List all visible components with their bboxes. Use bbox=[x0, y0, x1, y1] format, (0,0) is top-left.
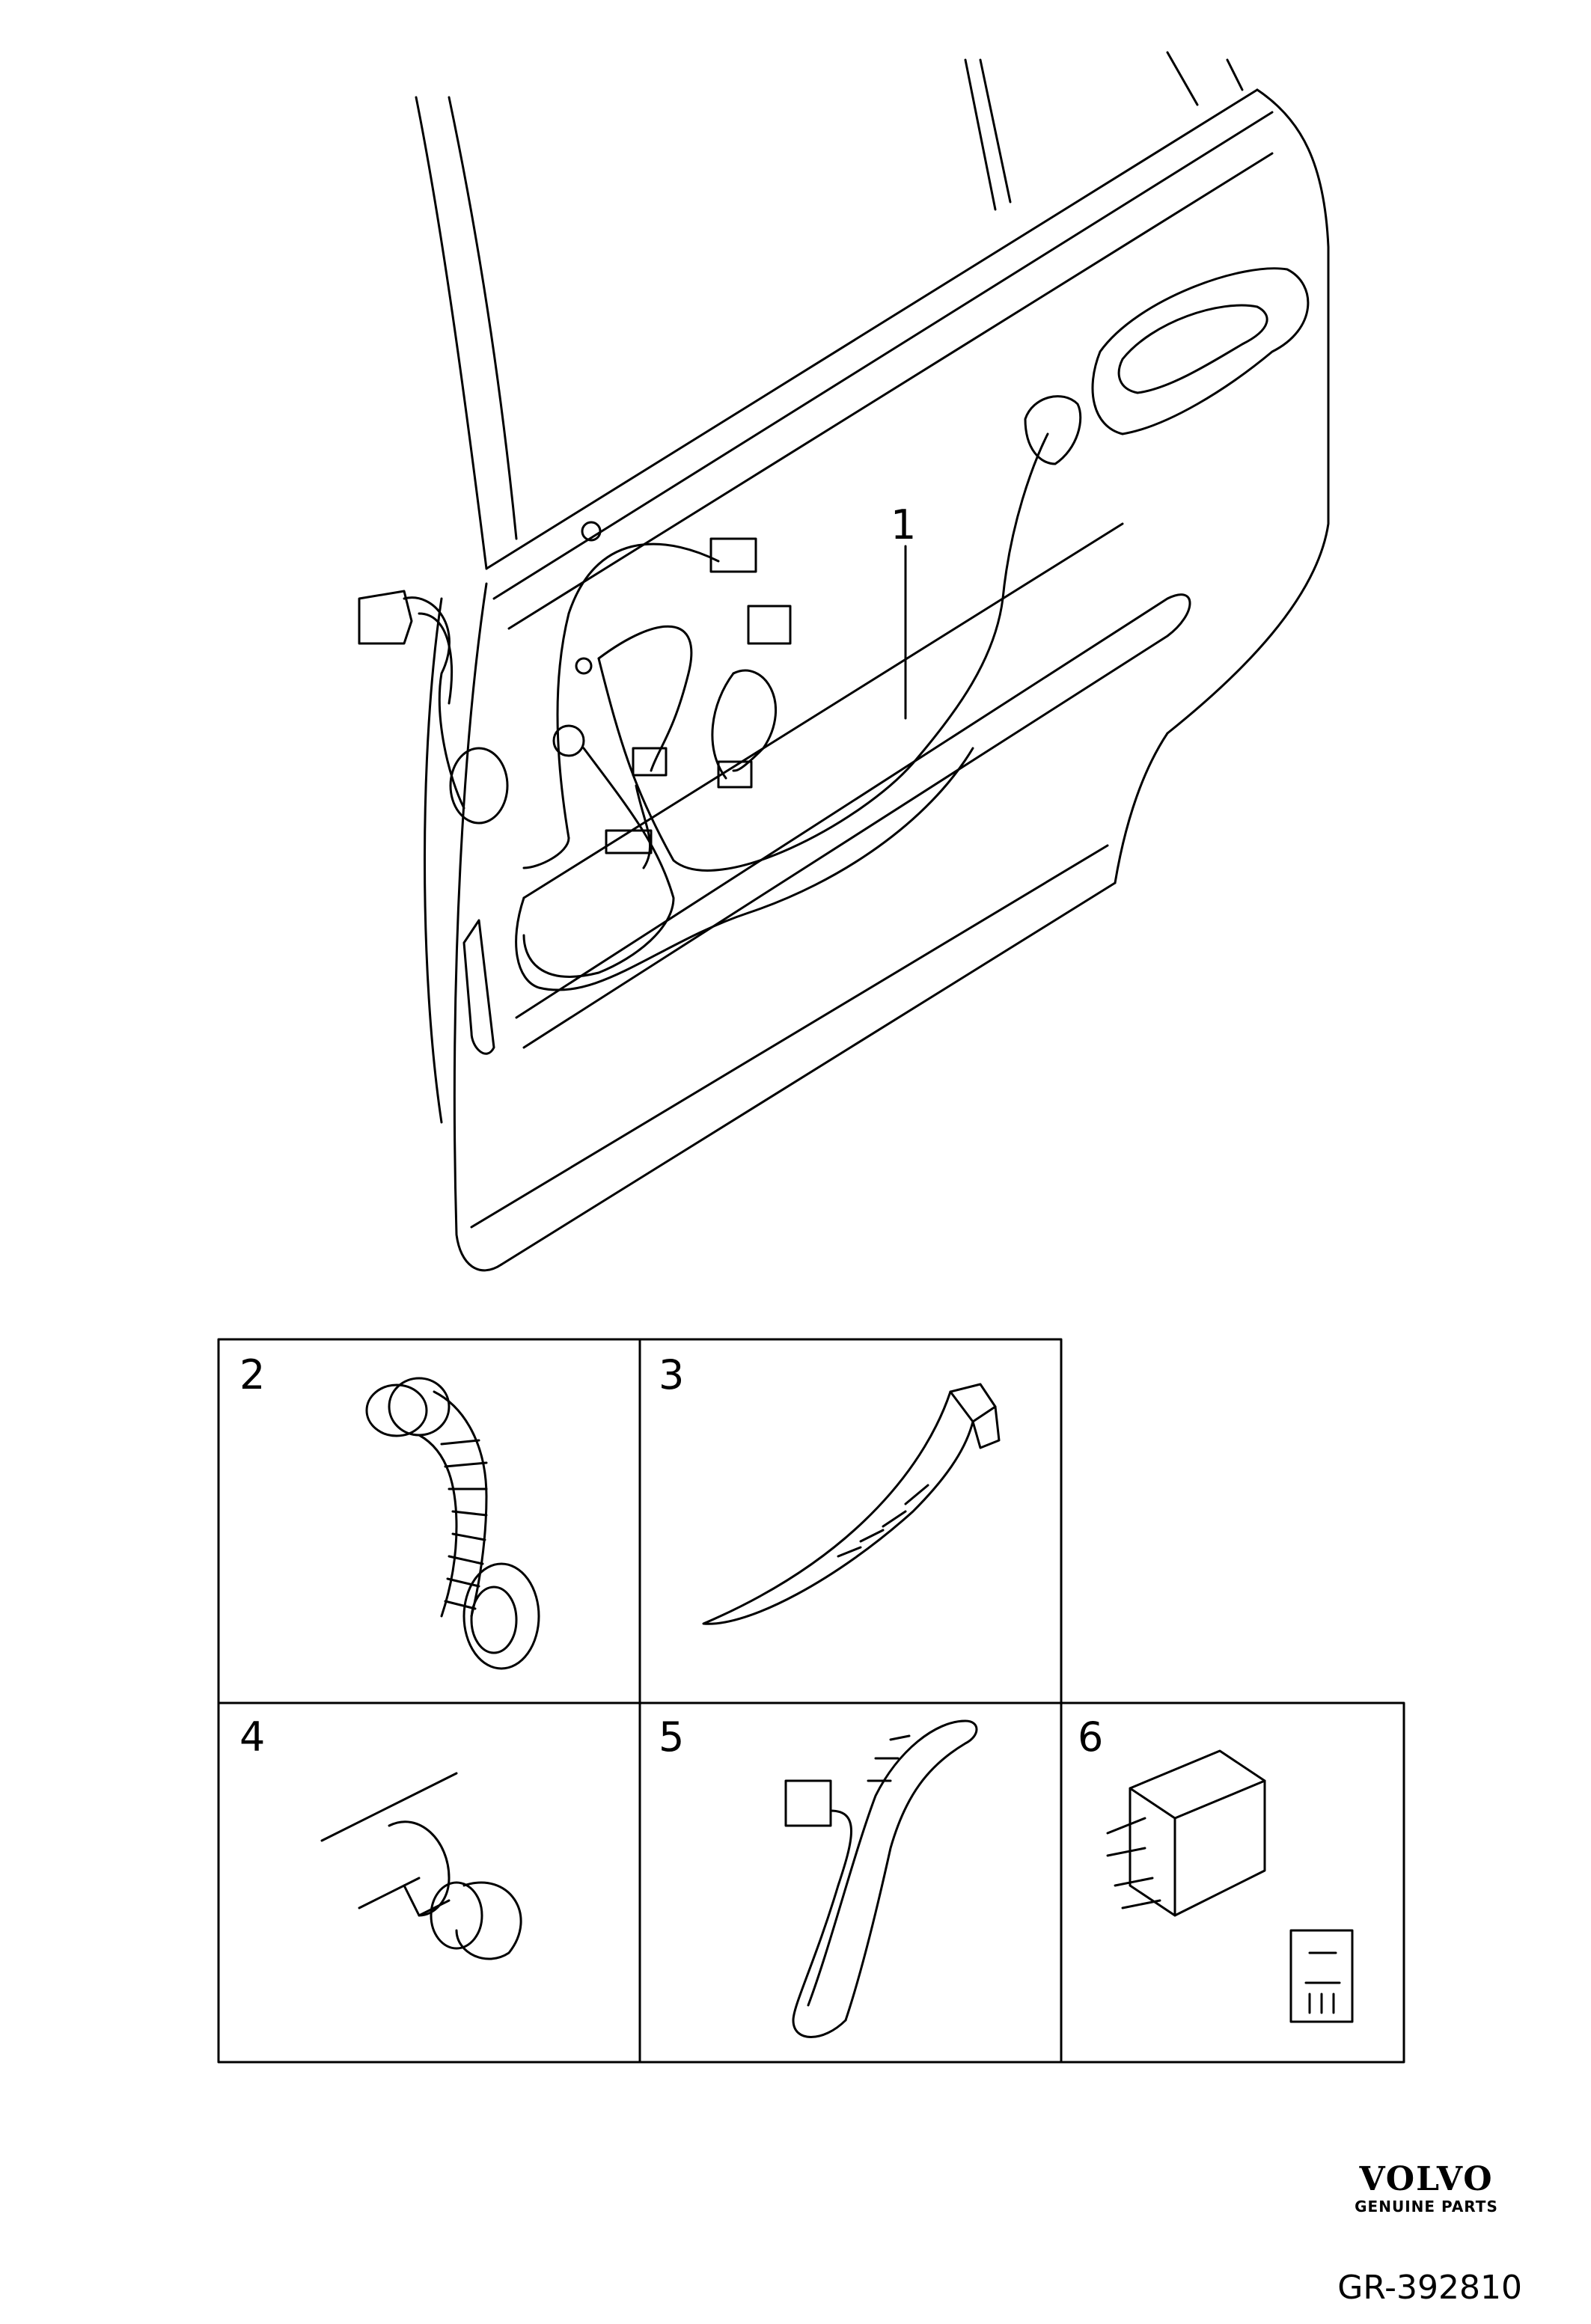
part-6-relay bbox=[1106, 1749, 1354, 2023]
brand-subtitle: GENUINE PARTS bbox=[1355, 2198, 1498, 2216]
part-4-clip bbox=[320, 1772, 522, 1960]
callout-3: 3 bbox=[659, 1351, 684, 1398]
brand-name: VOLVO bbox=[1359, 2160, 1494, 2198]
callout-6: 6 bbox=[1078, 1713, 1103, 1761]
callout-4: 4 bbox=[239, 1713, 265, 1761]
callout-5: 5 bbox=[659, 1713, 684, 1761]
part-2-grommet bbox=[365, 1377, 540, 1670]
callout-1: 1 bbox=[891, 501, 916, 548]
part-3-cable-tie bbox=[702, 1383, 1001, 1625]
part-5-strap bbox=[784, 1719, 978, 2038]
volvo-logo: VOLVO GENUINE PARTS bbox=[1329, 2162, 1524, 2216]
illustration-id: GR-392810 bbox=[1337, 2269, 1522, 2307]
parts-table bbox=[217, 1338, 1405, 2064]
callout-2: 2 bbox=[239, 1351, 265, 1398]
rear-door-illustration bbox=[358, 51, 1330, 1272]
